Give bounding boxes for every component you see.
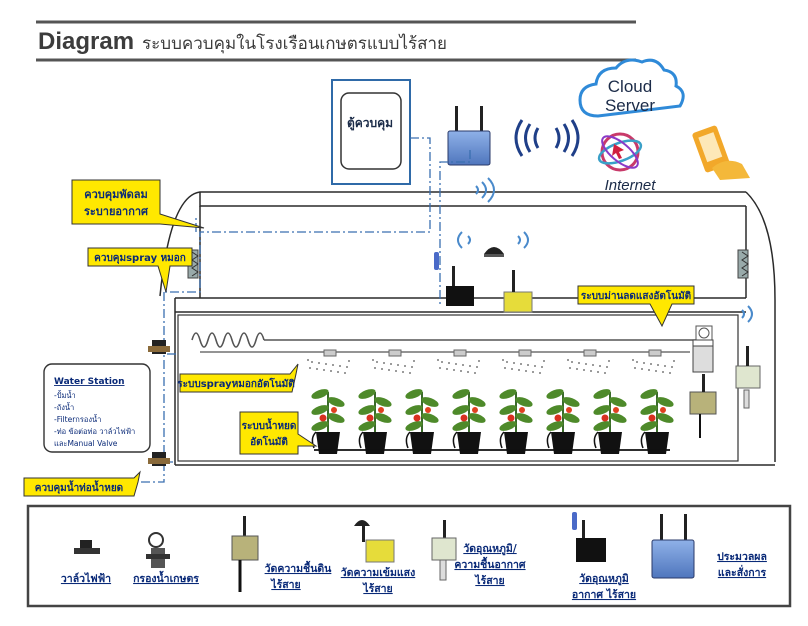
shade-curtain bbox=[191, 332, 700, 348]
legend-filter-label: กรองน้ำเกษตร bbox=[133, 570, 199, 585]
legend-temp-hum-line2: ความชื้นอากาศ bbox=[454, 556, 525, 571]
title-block: Diagram ระบบควบคุมในโรงเรือนเกษตรแบบไร้สา… bbox=[36, 20, 636, 62]
callout-mist-text: ควบคุมspray หมอก bbox=[94, 253, 186, 264]
water-station-title: Water Station bbox=[54, 377, 125, 387]
control-lines bbox=[140, 137, 471, 483]
legend-filter: กรองน้ำเกษตร bbox=[133, 532, 199, 585]
water-station-item: -ปั้มน้ำ bbox=[54, 390, 76, 400]
legend-light-line2: ไร้สาย bbox=[362, 582, 392, 595]
temp-humidity-sensor-icon bbox=[431, 520, 457, 581]
callout-spray: ระบบsprayหมอกอัตโนมัติ bbox=[177, 363, 299, 393]
legend-soil-line2: ไร้สาย bbox=[270, 578, 300, 591]
tomato-plant-icon bbox=[640, 389, 674, 454]
weather-station-icon bbox=[692, 339, 714, 373]
cloud-server: Cloud Server bbox=[578, 58, 685, 118]
legend-processor: ประมวลผล และสั่งการ bbox=[651, 514, 767, 579]
legend-processor-line1: ประมวลผล bbox=[717, 551, 767, 563]
wifi-signal-icon bbox=[514, 119, 580, 157]
legend-soil: วัดความชื้นดิน ไร้สาย bbox=[231, 516, 333, 592]
legend-valve: วาล์วไฟฟ้า bbox=[61, 540, 111, 585]
main-gateway bbox=[447, 106, 491, 166]
smartphone-hand-icon bbox=[692, 125, 750, 180]
water-station-item: และManual Valve bbox=[54, 439, 118, 448]
water-station-item: -ถังน้ำ bbox=[54, 402, 74, 412]
solenoid-valve-icon bbox=[74, 540, 100, 554]
soil-sensor-field bbox=[689, 374, 717, 438]
solenoid-valve-upper-icon bbox=[148, 340, 170, 354]
water-station-item: -ท่อ ข้อต่อท่อ วาล์วไฟฟ้า bbox=[54, 427, 135, 436]
legend-temp-hum: วัดอุณหภูมิ/ ความชื้นอากาศ ไร้สาย bbox=[431, 520, 526, 587]
callout-drip: ระบบน้ำหยด อัตโนมัติ bbox=[239, 411, 318, 455]
temp-humidity-sensor-field bbox=[735, 346, 761, 409]
callout-drip-line1: ระบบน้ำหยด bbox=[242, 418, 297, 432]
legend-temp-hum-line3: ไร้สาย bbox=[474, 574, 504, 587]
cloud-label-line2: Server bbox=[605, 96, 655, 115]
gateway-icon bbox=[651, 514, 695, 579]
callout-shade-text: ระบบม่านลดแสงอัตโนมัติ bbox=[581, 289, 691, 302]
solenoid-valve-lower-icon bbox=[148, 452, 170, 466]
legend-air-temp-line2: อากาศ ไร้สาย bbox=[572, 588, 636, 601]
tomato-plant-icon bbox=[452, 389, 486, 454]
light-sensor-icon bbox=[354, 520, 395, 563]
legend-air-temp: วัดอุณหภูมิ อากาศ ไร้สาย bbox=[572, 512, 636, 601]
callout-shade: ระบบม่านลดแสงอัตโนมัติ bbox=[577, 285, 695, 328]
exhaust-fan-right-icon bbox=[737, 249, 749, 279]
callout-spray-text: ระบบsprayหมอกอัตโนมัติ bbox=[177, 377, 294, 390]
callout-fan-line1: ควบคุมพัดลม bbox=[84, 188, 148, 202]
light-sensor-dome bbox=[484, 247, 504, 257]
internet-label: Internet bbox=[605, 177, 657, 194]
air-temp-sensor-icon bbox=[572, 512, 606, 562]
water-station: Water Station -ปั้มน้ำ -ถังน้ำ -Filterกร… bbox=[43, 363, 151, 453]
legend-soil-line1: วัดความชื้นดิน bbox=[265, 560, 333, 575]
legend-valve-label: วาล์วไฟฟ้า bbox=[61, 572, 111, 585]
light-sensor-top bbox=[503, 270, 533, 313]
water-station-item: -Filterกรองน้ำ bbox=[54, 414, 101, 424]
tomato-plant-icon bbox=[499, 389, 533, 454]
callout-fan: ควบคุมพัดลม ระบายอากาศ bbox=[71, 179, 205, 229]
mist-sprinklers bbox=[307, 349, 675, 374]
callout-valve: ควบคุมน้ำท่อน้ำหยด bbox=[23, 470, 141, 497]
tomato-plant-icon bbox=[546, 389, 580, 454]
control-box-label: ตู้ควบคุม bbox=[347, 116, 393, 131]
mist-nozzle-icon bbox=[307, 349, 350, 374]
legend-light-line1: วัดความเข้มแสง bbox=[341, 566, 415, 579]
soil-sensor-icon bbox=[231, 516, 259, 592]
mist-nozzle-icon bbox=[567, 349, 610, 374]
legend-temp-hum-line1: วัดอุณหภูมิ/ bbox=[463, 543, 517, 556]
tomato-plant-icon bbox=[593, 389, 627, 454]
title-text: ระบบควบคุมในโรงเรือนเกษตรแบบไร้สาย bbox=[142, 33, 447, 54]
legend-air-temp-line1: วัดอุณหภูมิ bbox=[579, 573, 629, 586]
mist-nozzle-icon bbox=[437, 349, 480, 374]
callout-valve-text: ควบคุมน้ำท่อน้ำหยด bbox=[35, 480, 123, 494]
sensor-signal-icons bbox=[457, 177, 753, 323]
control-box: ตู้ควบคุม bbox=[331, 79, 411, 185]
plant-row bbox=[311, 389, 674, 454]
title-prefix: Diagram bbox=[38, 28, 134, 55]
tomato-plant-icon bbox=[358, 389, 392, 454]
callout-fan-line2: ระบายอากาศ bbox=[84, 205, 149, 218]
internet-globe-icon bbox=[597, 132, 643, 172]
cloud-label-line1: Cloud bbox=[608, 77, 652, 96]
legend-processor-line2: และสั่งการ bbox=[718, 564, 767, 579]
callout-drip-line2: อัตโนมัติ bbox=[250, 435, 288, 448]
mist-nozzle-icon bbox=[372, 349, 415, 374]
tomato-plant-icon bbox=[311, 389, 345, 454]
tomato-plant-icon bbox=[405, 389, 439, 454]
mist-nozzle-icon bbox=[632, 349, 675, 374]
mist-nozzle-icon bbox=[502, 349, 545, 374]
air-temp-sensor-top bbox=[434, 252, 474, 306]
shade-motor-icon bbox=[695, 325, 713, 341]
callout-mist: ควบคุมspray หมอก bbox=[87, 247, 193, 293]
legend-light: วัดความเข้มแสง ไร้สาย bbox=[341, 520, 415, 595]
water-filter-icon bbox=[146, 532, 170, 568]
